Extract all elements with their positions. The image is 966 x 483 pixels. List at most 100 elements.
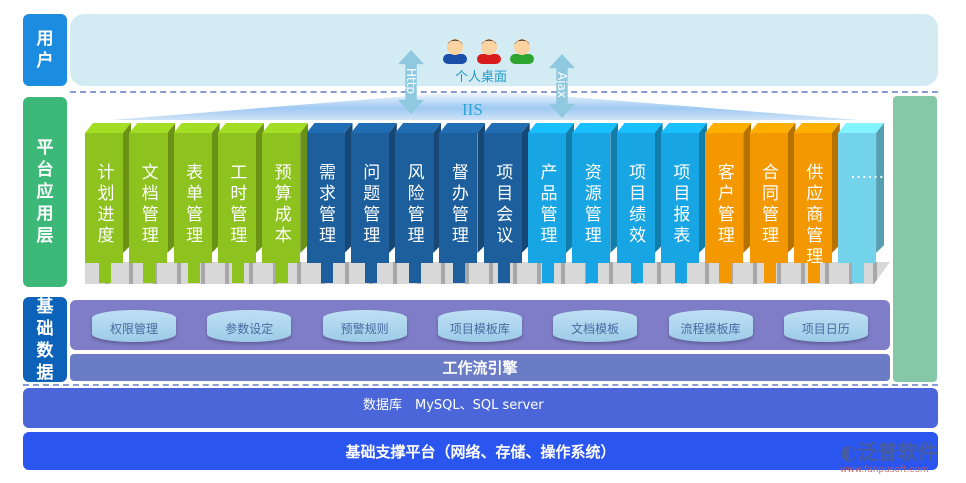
- pillar-front: [395, 133, 434, 263]
- pillar-side: [433, 123, 442, 253]
- module-label: 预算成本: [274, 163, 292, 246]
- pillar-leg: [719, 263, 732, 283]
- pillar-top: [660, 123, 707, 133]
- pillar-side: [743, 123, 752, 253]
- module-pillar: 项目报表: [660, 123, 707, 283]
- module-pillar: ……: [838, 123, 885, 283]
- module-label: 风险管理: [407, 163, 425, 246]
- module-pillar: 问题管理: [350, 123, 397, 283]
- pillar-front: [528, 133, 566, 263]
- pillar-side: [477, 123, 486, 253]
- pillar-leg: [409, 263, 422, 283]
- pillar-leg: [852, 263, 865, 283]
- pillar-top: [306, 123, 353, 133]
- pillar-side: [831, 123, 840, 253]
- pillar-front: [129, 133, 168, 263]
- module-pillar: 项目绩效: [616, 123, 663, 283]
- module-pillar: 产品管理: [528, 123, 574, 283]
- module-pillar: 预算成本: [262, 123, 309, 283]
- pillar-front: [660, 133, 699, 263]
- user-area: [70, 14, 938, 86]
- module-label: 项目报表: [673, 163, 691, 246]
- pillar-top: [350, 123, 397, 133]
- user-icon: [510, 39, 534, 64]
- pillar-front: [439, 133, 478, 263]
- pillar-front: [572, 133, 611, 263]
- pillar-front: [793, 133, 832, 263]
- pillar-top: [705, 123, 752, 133]
- module-label: 表单管理: [186, 163, 204, 246]
- pillar-top: [793, 123, 840, 133]
- personal-desktop-label: 个人桌面: [455, 70, 508, 85]
- module-label: 计划进度: [97, 163, 115, 246]
- pillar-side: [300, 123, 309, 253]
- module-pillar: 合同管理: [749, 123, 796, 283]
- pillar-side: [787, 123, 796, 253]
- pillar-top: [217, 123, 264, 133]
- module-label: 督办管理: [451, 163, 469, 246]
- pillar-leg: [276, 263, 289, 283]
- base-data-item: 文档模板: [553, 310, 638, 342]
- base-data-item: 流程模板库: [668, 310, 753, 342]
- pillar-leg: [807, 263, 820, 283]
- layer-label-platform: 平台应用层: [23, 97, 67, 287]
- user-icon: [477, 39, 501, 64]
- module-label: ……: [850, 163, 885, 183]
- module-pillar: 风险管理: [395, 123, 442, 283]
- divider: [70, 91, 938, 93]
- layer-label-base: 基础数据: [23, 297, 67, 383]
- pillar-leg: [143, 263, 156, 283]
- pillar-side: [521, 123, 530, 253]
- pillar-front: [350, 133, 389, 263]
- module-label: 工时管理: [230, 163, 248, 246]
- user-icon: [443, 39, 467, 64]
- pillar-side: [344, 123, 353, 253]
- pillar-side: [610, 123, 619, 253]
- pillar-front: [483, 133, 522, 263]
- pillar-leg: [674, 263, 687, 283]
- pillar-top: [173, 123, 220, 133]
- base-data-item: 项目日历: [783, 310, 868, 342]
- module-pillar: 供应商管理: [793, 123, 840, 283]
- pillar-leg: [231, 263, 244, 283]
- pillar-front: [217, 133, 256, 263]
- divider: [23, 384, 938, 386]
- module-label: 文档管理: [141, 163, 159, 246]
- pillar-leg: [99, 263, 111, 283]
- module-label: 项目会议: [496, 163, 514, 246]
- module-label: 需求管理: [319, 163, 336, 246]
- base-data-item: 项目模板库: [437, 310, 522, 342]
- module-pillar: 计划进度: [85, 123, 131, 283]
- base-data-item: 参数设定: [207, 310, 292, 342]
- pillar-side: [255, 123, 264, 253]
- pillar-side: [654, 123, 663, 253]
- pillar-front: [306, 133, 345, 263]
- pillar-side: [123, 123, 131, 253]
- pillar-leg: [187, 263, 200, 283]
- module-pillar: 项目会议: [483, 123, 530, 283]
- module-pillar: 客户管理: [705, 123, 752, 283]
- pillar-leg: [320, 263, 333, 283]
- module-label: 产品管理: [540, 163, 558, 246]
- iis-band: [111, 90, 859, 120]
- pillar-leg: [364, 263, 377, 283]
- base-data-item: 权限管理: [92, 310, 176, 342]
- module-pillar: 文档管理: [129, 123, 176, 283]
- pillar-front: [85, 133, 123, 263]
- workflow-engine: 工作流引擎: [70, 354, 890, 381]
- pillar-top: [749, 123, 796, 133]
- infrastructure-platform: 基础支撑平台（网络、存储、操作系统）: [23, 432, 938, 470]
- pillar-leg: [763, 263, 776, 283]
- pillar-top: [572, 123, 619, 133]
- pillar-top: [395, 123, 442, 133]
- pillar-leg: [453, 263, 466, 283]
- pillar-side: [566, 123, 574, 253]
- pillar-leg: [630, 263, 643, 283]
- pillar-side: [388, 123, 397, 253]
- module-label: 资源管理: [584, 163, 602, 246]
- pillar-leg: [497, 263, 510, 283]
- pillar-top: [262, 123, 309, 133]
- pillar-top: [439, 123, 486, 133]
- module-pillar: 资源管理: [572, 123, 619, 283]
- right-side-bar: [893, 96, 937, 382]
